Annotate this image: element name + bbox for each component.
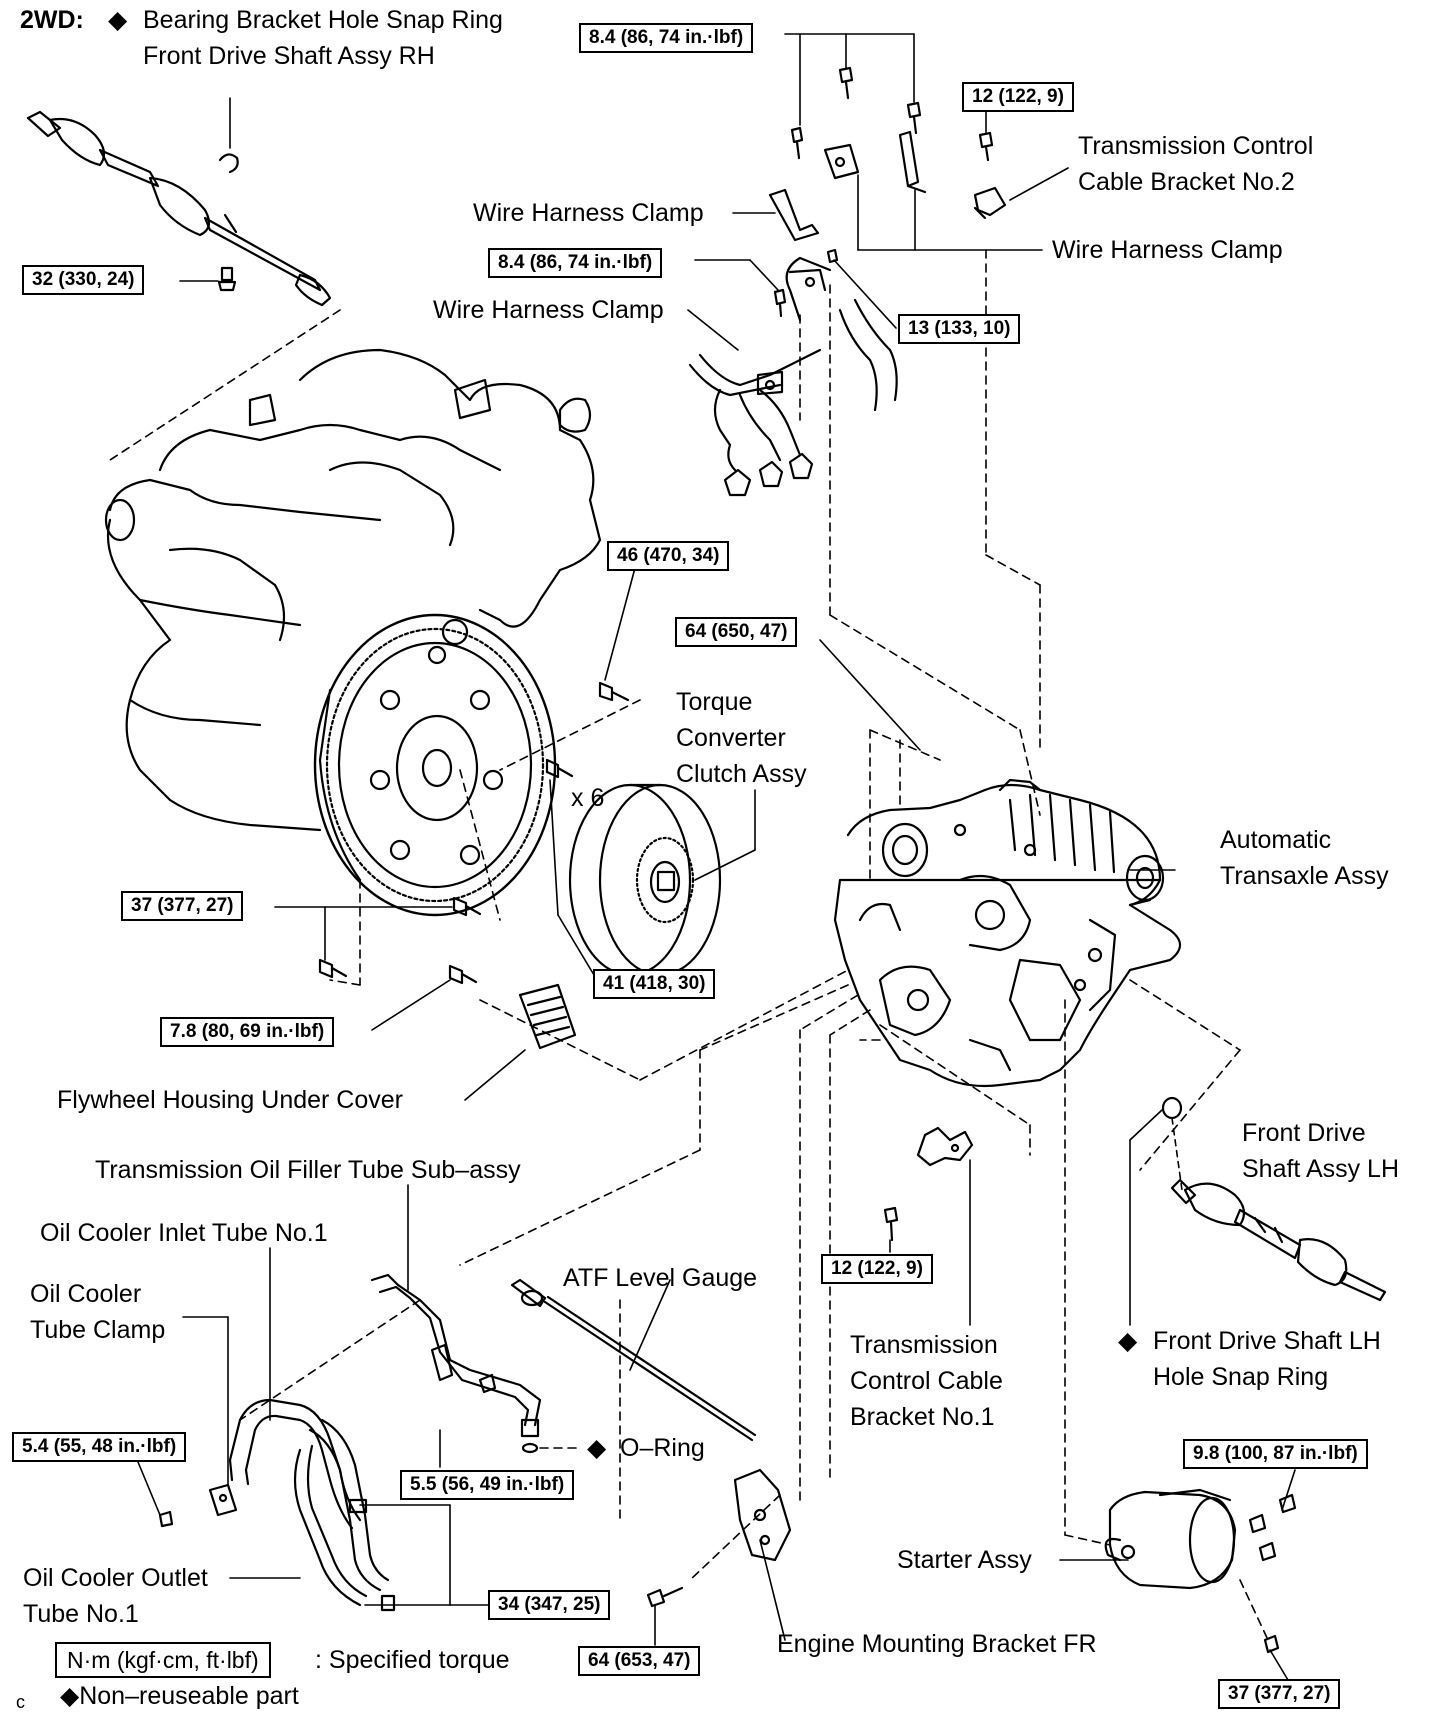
- label-atf-level-gauge: ATF Level Gauge: [563, 1264, 758, 1292]
- starter-assy: [1104, 1488, 1297, 1654]
- bolt-32-icon: [217, 266, 237, 292]
- label-starter-assy: Starter Assy: [897, 1546, 1032, 1574]
- assembly-lines: [109, 249, 1269, 1641]
- label-tc-bracket-1-line1: Transmission: [850, 1331, 998, 1359]
- oil-filler-tube: [370, 1273, 542, 1454]
- atf-level-gauge: [510, 1278, 757, 1442]
- label-tc-bracket-2-line2: Cable Bracket No.2: [1078, 168, 1295, 196]
- engine-mounting-bracket-fr: [646, 1468, 792, 1608]
- label-wire-harness-clamp-2: Wire Harness Clamp: [1052, 236, 1283, 264]
- flywheel: [313, 613, 557, 917]
- label-front-drive-shaft-lh-line1: Front Drive: [1242, 1119, 1366, 1147]
- header-prefix: 2WD:: [20, 6, 84, 34]
- legend-unit-text: : Specified torque: [315, 1646, 510, 1674]
- legend-unit-box: N·m (kgf·cm, ft·lbf): [55, 1642, 271, 1678]
- label-wire-harness-clamp-3: Wire Harness Clamp: [433, 296, 664, 324]
- automatic-transaxle: [833, 778, 1182, 1088]
- torque-34: 34 (347, 25): [488, 1590, 611, 1620]
- header-bullet: ◆: [108, 6, 128, 34]
- legend-nonreuse: ◆Non–reuseable part: [60, 1682, 299, 1710]
- torque-7-8: 7.8 (80, 69 in.·lbf): [160, 1017, 335, 1047]
- label-automatic-transaxle-line1: Automatic: [1220, 826, 1332, 854]
- wire-harness: [688, 256, 898, 497]
- label-oil-filler-tube: Transmission Oil Filler Tube Sub–assy: [95, 1156, 521, 1184]
- label-tube-clamp-line1: Oil Cooler: [30, 1280, 142, 1308]
- label-torque-converter-line3: Clutch Assy: [676, 760, 807, 788]
- label-front-drive-shaft-lh-line2: Shaft Assy LH: [1242, 1155, 1400, 1183]
- label-oil-cooler-inlet-tube: Oil Cooler Inlet Tube No.1: [40, 1219, 328, 1247]
- flywheel-bolts: [318, 681, 630, 985]
- tc-cable-bracket-1: [883, 1126, 974, 1242]
- label-tc-bracket-1-line2: Control Cable: [850, 1367, 1003, 1395]
- snap-ring-rh-icon: [218, 153, 239, 174]
- torque-37-left: 37 (377, 27): [121, 891, 244, 921]
- label-automatic-transaxle-line2: Transaxle Assy: [1220, 862, 1389, 890]
- torque-5-4: 5.4 (55, 48 in.·lbf): [12, 1432, 187, 1462]
- label-snap-ring-lh-line1: Front Drive Shaft LH: [1153, 1327, 1381, 1355]
- torque-64-650: 64 (650, 47): [675, 617, 798, 647]
- label-torque-converter-line2: Converter: [676, 724, 786, 752]
- torque-46: 46 (470, 34): [607, 541, 730, 571]
- drive-shaft-rh: [26, 110, 332, 307]
- label-tc-bracket-1-line3: Bracket No.1: [850, 1403, 995, 1431]
- header-line2: Front Drive Shaft Assy RH: [143, 42, 435, 70]
- label-flywheel-housing-cover: Flywheel Housing Under Cover: [57, 1086, 403, 1114]
- label-wire-harness-clamp-1: Wire Harness Clamp: [473, 199, 704, 227]
- torque-32: 32 (330, 24): [22, 265, 145, 295]
- legend-corner-mark: c: [16, 1692, 25, 1712]
- engine-block: [104, 348, 602, 832]
- oil-cooler-tubes: [158, 1398, 396, 1612]
- torque-5-5: 5.5 (56, 49 in.·lbf): [400, 1470, 575, 1500]
- torque-12-top: 12 (122, 9): [962, 82, 1074, 112]
- wire-harness-clamps-top: [768, 66, 1007, 318]
- label-oil-cooler-outlet-line1: Oil Cooler Outlet: [23, 1564, 208, 1592]
- oring-bullet: ◆: [587, 1434, 607, 1462]
- snap-ring-lh-icon: [1161, 1096, 1183, 1120]
- torque-12-bottom: 12 (122, 9): [821, 1254, 933, 1284]
- label-quantity-x6: x 6: [571, 784, 605, 812]
- label-oil-cooler-outlet-line2: Tube No.1: [23, 1600, 139, 1628]
- torque-37-right: 37 (377, 27): [1218, 1679, 1341, 1709]
- label-tube-clamp-line2: Tube Clamp: [30, 1316, 166, 1344]
- torque-9-8: 9.8 (100, 87 in.·lbf): [1183, 1439, 1368, 1469]
- snap-ring-lh-bullet: ◆: [1118, 1327, 1138, 1355]
- torque-8-4-top: 8.4 (86, 74 in.·lbf): [579, 23, 754, 53]
- drive-shaft-lh: [1170, 1178, 1387, 1302]
- label-tc-bracket-2-line1: Transmission Control: [1078, 132, 1314, 160]
- flywheel-housing-cover: [518, 983, 577, 1050]
- label-engine-mounting-bracket: Engine Mounting Bracket FR: [777, 1630, 1097, 1658]
- label-torque-converter-line1: Torque: [676, 688, 753, 716]
- label-o-ring: O–Ring: [620, 1434, 705, 1462]
- torque-64-653: 64 (653, 47): [578, 1646, 701, 1676]
- header-line1: Bearing Bracket Hole Snap Ring: [143, 6, 503, 34]
- torque-41: 41 (418, 30): [593, 969, 716, 999]
- torque-13: 13 (133, 10): [898, 314, 1021, 344]
- torque-8-4-mid: 8.4 (86, 74 in.·lbf): [488, 248, 663, 278]
- leader-lines: [137, 33, 1296, 1681]
- label-snap-ring-lh-line2: Hole Snap Ring: [1153, 1363, 1329, 1391]
